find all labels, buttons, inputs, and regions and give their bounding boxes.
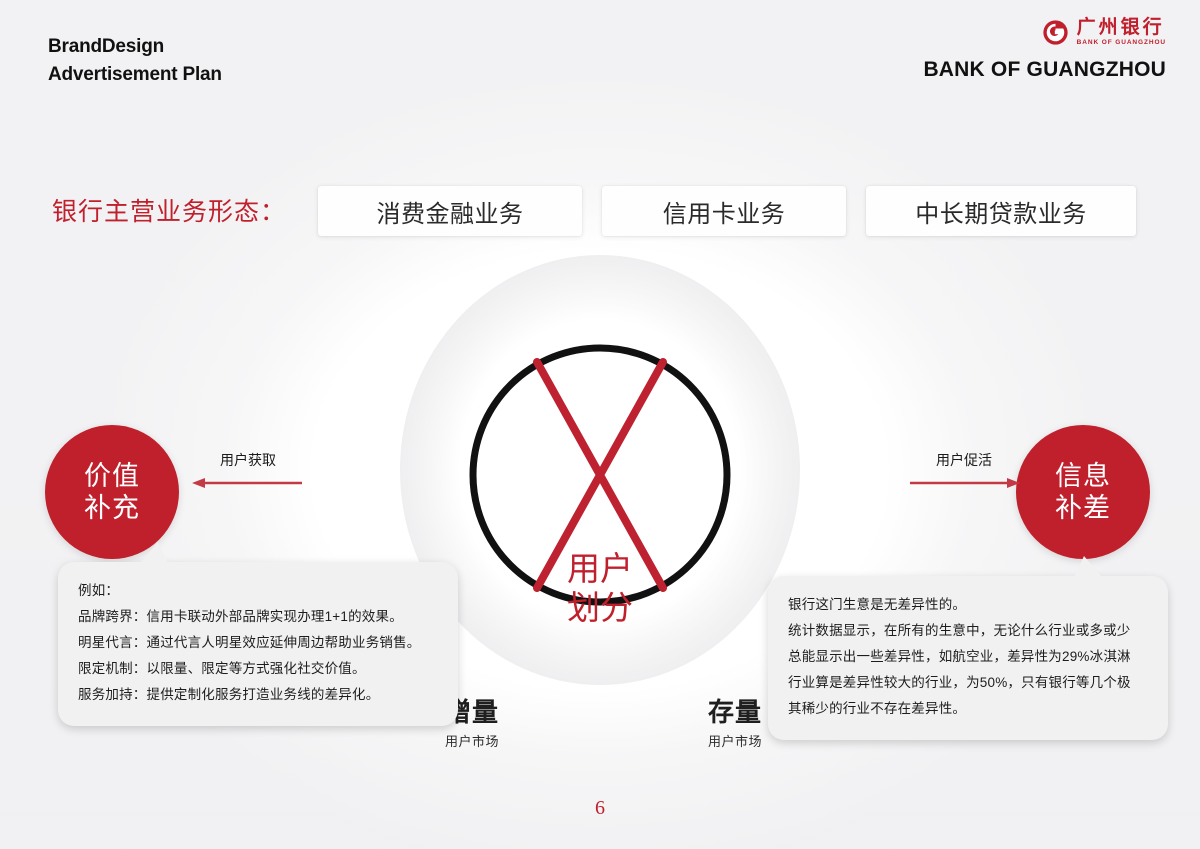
- callout-examples-line-3: 明星代言：通过代言人明星效应延伸周边帮助业务销售。: [78, 634, 421, 650]
- callout-bank-differentiation-line-5: 其稀少的行业不存在差异性。: [788, 700, 967, 716]
- node-information-gap-line-1: 信息: [1055, 460, 1111, 491]
- callout-right-tail: [1072, 556, 1106, 582]
- brand-text-block: 广州银行 BANK OF GUANGZHOU: [1077, 18, 1166, 47]
- brand-name-en: BANK OF GUANGZHOU: [923, 57, 1166, 81]
- center-title-line-2: 划分: [567, 588, 633, 626]
- diagram-center-title: 用户 划分: [530, 550, 670, 628]
- callout-examples: 例如： 品牌跨界：信用卡联动外部品牌实现办理1+1的效果。 明星代言：通过代言人…: [58, 542, 458, 726]
- callout-left-tail: [136, 542, 170, 568]
- business-chip-consumer-finance[interactable]: 消费金融业务: [318, 186, 582, 236]
- center-title-line-1: 用户: [567, 550, 633, 587]
- business-chip-list: 消费金融业务 信用卡业务 中长期贷款业务: [318, 186, 1136, 236]
- page-title-line-1: BrandDesign: [48, 36, 165, 57]
- bank-of-guangzhou-mark-icon: [1043, 20, 1068, 45]
- incremental-market-sub: 用户市场: [444, 733, 499, 749]
- business-chip-credit-card[interactable]: 信用卡业务: [602, 186, 846, 236]
- business-chip-long-term-loan[interactable]: 中长期贷款业务: [866, 186, 1136, 236]
- flow-user-acquisition: 用户获取: [192, 450, 304, 500]
- callout-bank-differentiation-line-2: 统计数据显示，在所有的生意中，无论什么行业或多或少: [788, 622, 1131, 638]
- right-loop-arc: [596, 344, 731, 606]
- cross-line-down-left: [533, 358, 667, 592]
- callout-examples-line-5: 服务加持：提供定制化服务打造业务线的差异化。: [78, 686, 380, 702]
- brand-logo: 广州银行 BANK OF GUANGZHOU BANK OF GUANGZHOU: [923, 18, 1166, 82]
- existing-market-label: 存量 用户市场: [665, 698, 805, 750]
- brand-name-cn-sub: BANK OF GUANGZHOU: [1076, 39, 1166, 46]
- node-value-supplement-line-2: 补充: [84, 493, 140, 523]
- node-information-gap-line-2: 补差: [1055, 493, 1111, 523]
- callout-bank-differentiation-line-1: 银行这门生意是无差异性的。: [788, 597, 967, 612]
- node-information-gap[interactable]: 信息 补差: [1016, 425, 1150, 559]
- flow-user-activation-label: 用户促活: [936, 452, 992, 468]
- brand-logo-row: 广州银行 BANK OF GUANGZHOU: [923, 18, 1166, 47]
- existing-market-sub: 用户市场: [707, 733, 762, 749]
- callout-bank-differentiation-line-4: 行业算是差异性较大的行业，为50%，只有银行等几个极: [788, 674, 1131, 690]
- callout-bank-differentiation: 银行这门生意是无差异性的。 统计数据显示，在所有的生意中，无论什么行业或多或少 …: [768, 556, 1168, 740]
- node-value-supplement-line-1: 价值: [84, 460, 140, 491]
- flow-user-activation: 用户促活: [908, 450, 1020, 500]
- arrow-left-icon: [192, 478, 302, 488]
- arrow-right-icon: [910, 478, 1020, 488]
- node-value-supplement[interactable]: 价值 补充: [45, 425, 179, 559]
- flow-user-acquisition-label: 用户获取: [220, 452, 276, 468]
- callout-examples-line-2: 品牌跨界：信用卡联动外部品牌实现办理1+1的效果。: [78, 608, 403, 624]
- existing-market-main: 存量: [707, 697, 762, 727]
- callout-examples-line-4: 限定机制：以限量、限定等方式强化社交价值。: [78, 660, 366, 676]
- callout-examples-line-1: 例如：: [78, 583, 120, 598]
- brand-name-cn: 广州银行: [1076, 17, 1165, 38]
- page-number: 6: [595, 797, 605, 819]
- page-title: BrandDesign Advertisement Plan: [48, 33, 222, 88]
- left-loop-arc: [469, 344, 604, 606]
- callout-bank-differentiation-line-3: 总能显示出一些差异性，如航空业，差异性为29%冰淇淋: [788, 648, 1131, 664]
- diagram-graphics: [400, 255, 800, 685]
- business-section-label: 银行主营业务形态：: [52, 198, 287, 226]
- page-title-line-2: Advertisement Plan: [48, 63, 222, 85]
